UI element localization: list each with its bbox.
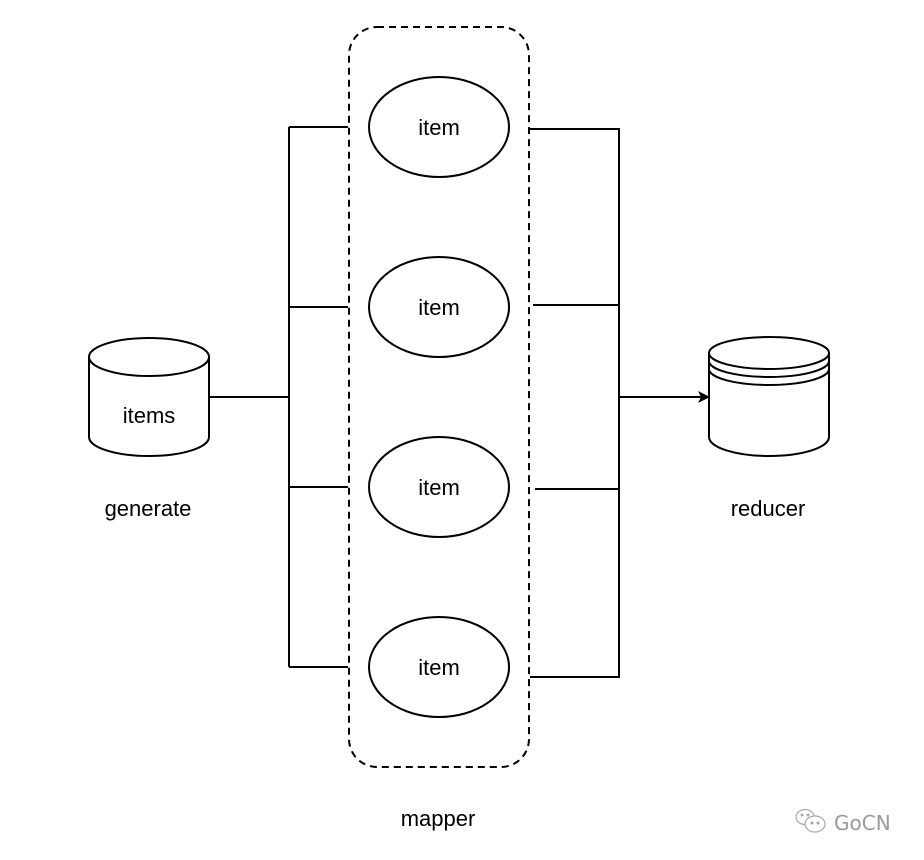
reducer-cylinder-top [708, 336, 830, 370]
mapper-node-label: item [418, 655, 460, 680]
source-cylinder-top [88, 337, 210, 377]
source-cylinder[interactable]: items [88, 337, 210, 457]
reducer-cylinder-band-2 [708, 368, 830, 386]
reducer-cylinder[interactable] [708, 336, 830, 457]
mapper-node[interactable]: item [368, 76, 510, 178]
mapper-node-label: item [418, 475, 460, 500]
mapper-node-label: item [418, 115, 460, 140]
fan-in-connector [530, 128, 710, 678]
mapper-node[interactable]: item [368, 256, 510, 358]
mapper-container[interactable] [348, 26, 530, 768]
source-caption: generate [105, 496, 192, 521]
watermark: GoCN [795, 808, 891, 835]
reducer-cylinder-band-1 [708, 360, 830, 378]
wechat-icon [795, 808, 826, 833]
mapper-node[interactable]: item [368, 616, 510, 718]
mapper-node[interactable]: item [368, 436, 510, 538]
mapper-caption: mapper [401, 806, 476, 831]
mapper-node-label: item [418, 295, 460, 320]
watermark-text: GoCN [834, 811, 891, 835]
source-label: items [123, 403, 176, 428]
fan-out-connector [209, 126, 348, 668]
reducer-caption: reducer [731, 496, 806, 521]
